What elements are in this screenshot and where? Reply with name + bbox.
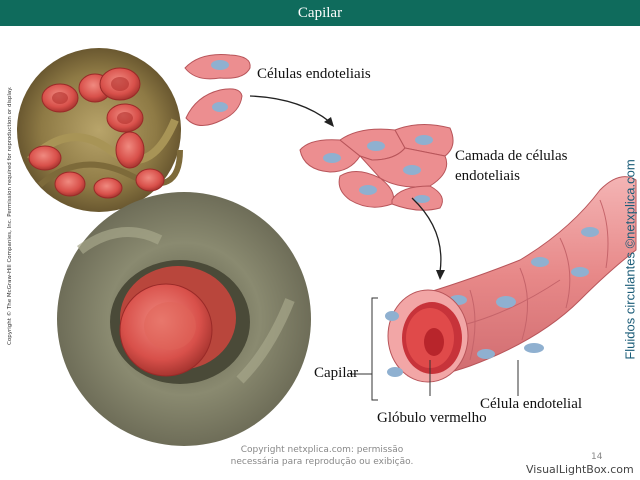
title-bar: Capilar — [0, 0, 640, 26]
side-copyright: Copyright © The McGraw-Hill Companies, I… — [7, 86, 13, 345]
label-layer-line2: endoteliais — [455, 168, 520, 184]
micrograph-capillary-cross-section — [57, 192, 311, 446]
watermark[interactable]: VisualLightBox.com — [526, 463, 634, 476]
page-number: 14 — [591, 452, 603, 462]
page-title: Capilar — [297, 4, 343, 21]
footer-line2: necessária para reprodução ou exibição. — [230, 457, 414, 467]
capillary-tube — [385, 176, 637, 383]
label-red-blood-cell: Glóbulo vermelho — [377, 410, 487, 426]
endothelial-cells-single — [184, 54, 251, 126]
capillary-bracket — [371, 297, 378, 401]
micrograph-red-blood-cells — [17, 48, 183, 212]
arrow-cells-to-layer — [249, 95, 331, 123]
label-endothelial-cells: Células endoteliais — [257, 66, 371, 82]
label-endothelial-cell: Célula endotelial — [480, 396, 583, 412]
footer-copyright: Copyright netxplica.com: permissão neces… — [222, 444, 422, 468]
arrow-layer-to-capillary — [411, 197, 442, 273]
label-layer-line1: Camada de células — [455, 148, 568, 164]
footer-line1: Copyright netxplica.com: permissão — [240, 445, 404, 455]
label-capillary: Capilar — [314, 365, 359, 381]
brand-vertical: Fluidos circulantes ©netxplica.com — [622, 159, 638, 360]
